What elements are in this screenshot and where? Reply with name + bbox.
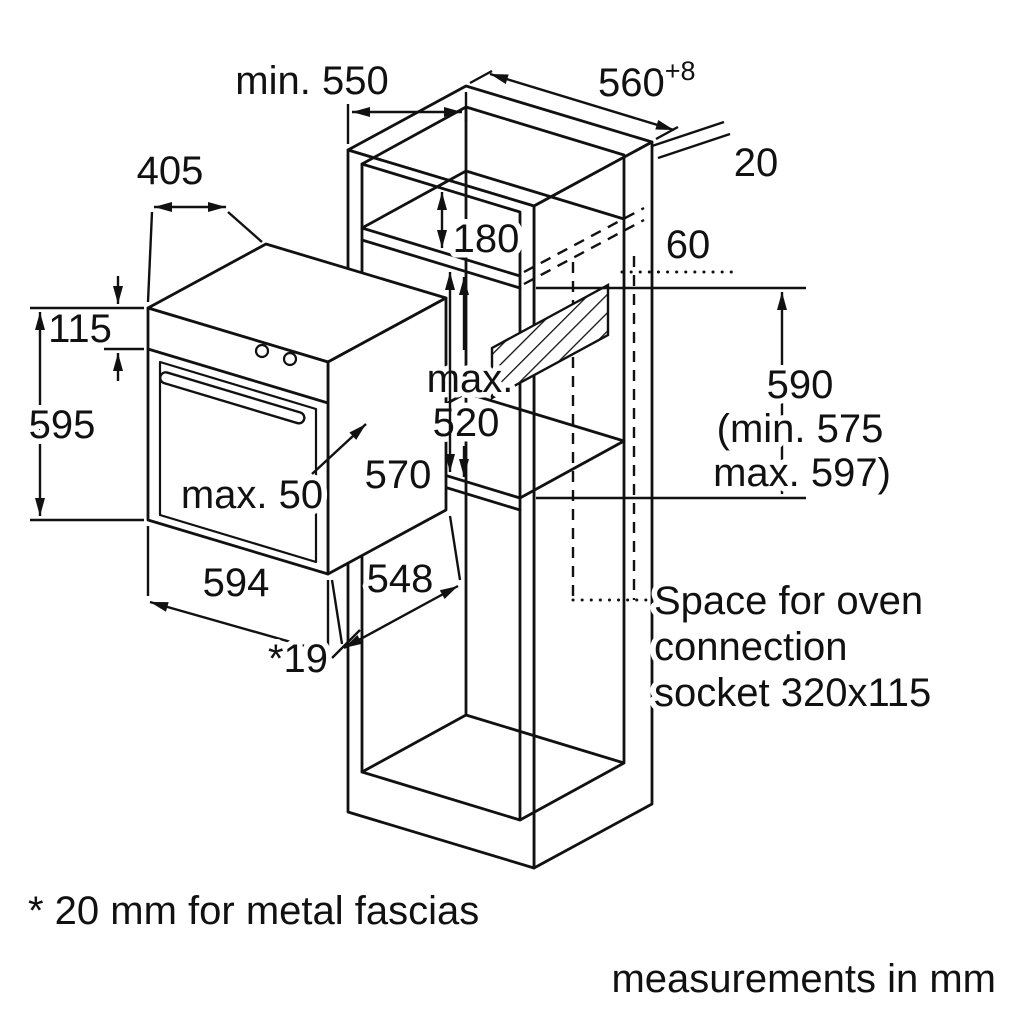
- dim-548: 548: [330, 515, 462, 650]
- leader-line: [331, 629, 361, 659]
- dim-max-50: max. 50: [175, 423, 367, 523]
- dim-60: 60: [660, 218, 716, 273]
- label-19: *19: [268, 637, 328, 681]
- dim-19: *19: [262, 629, 361, 687]
- dim-min-550: min. 550: [235, 59, 468, 144]
- extension-lines: [536, 286, 806, 500]
- dim-180: 180: [437, 192, 525, 267]
- socket-note-line3: socket 320x115: [654, 671, 931, 715]
- label-405: 405: [137, 149, 204, 193]
- socket-hatched-area: [490, 282, 610, 401]
- socket-note: Space for oven connection socket 320x115: [649, 574, 937, 721]
- units-note: measurements in mm: [611, 957, 996, 1001]
- label-max-597: max. 597): [713, 451, 891, 495]
- shelf-hidden-edges: [523, 206, 645, 286]
- extension-lines: [30, 306, 144, 522]
- dim-570: 570: [359, 272, 455, 503]
- footnote: * 20 mm for metal fascias: [28, 889, 479, 933]
- dim-595: 595: [23, 306, 144, 522]
- extension-lines: [146, 211, 263, 303]
- label-max: max.: [427, 357, 514, 401]
- oven-knob: [254, 343, 270, 359]
- dim-594: 594: [146, 526, 330, 654]
- dim-560: 560+8: [469, 51, 701, 141]
- socket-note-line1: Space for oven: [654, 579, 923, 623]
- extension-lines: [330, 515, 462, 645]
- oven-knob: [282, 351, 298, 367]
- label-594: 594: [203, 561, 270, 605]
- socket-space-dashed-outline: [571, 256, 636, 600]
- label-115: 115: [48, 307, 112, 351]
- oven-control-panel-line: [146, 347, 330, 405]
- label-20: 20: [734, 141, 779, 185]
- wall-thickness-lines: [651, 120, 731, 160]
- label-590: 590: [767, 363, 834, 407]
- oven-front-face: [146, 306, 330, 576]
- label-min-575: (min. 575: [717, 407, 884, 451]
- dim-115: 115: [43, 276, 144, 381]
- dim-590: 590 (min. 575 max. 597): [536, 286, 896, 501]
- label-60: 60: [666, 223, 711, 267]
- dimension-arrow: [343, 584, 459, 650]
- socket-space: [490, 256, 738, 602]
- label-180: 180: [453, 217, 520, 261]
- cabinet-top-shelf: [360, 169, 626, 290]
- label-570: 570: [365, 453, 432, 497]
- oven: [146, 242, 448, 576]
- dim-max-520: max. 520: [421, 277, 519, 477]
- dimension-arrow: [489, 72, 675, 132]
- extension-lines: [469, 69, 679, 141]
- label-548: 548: [367, 557, 434, 601]
- label-595: 595: [29, 403, 96, 447]
- dimension-arrow: [149, 600, 327, 654]
- oven-door-inner-line: [158, 360, 318, 564]
- extension-lines: [146, 526, 330, 650]
- label-min-550: min. 550: [235, 59, 388, 103]
- label-520: 520: [433, 401, 500, 445]
- label-560: 560+8: [598, 56, 696, 105]
- dim-20: 20: [651, 120, 779, 185]
- extension-lines: [346, 92, 468, 144]
- label-max-50: max. 50: [181, 473, 323, 517]
- leader-arrow: [311, 423, 367, 475]
- socket-note-line2: connection: [654, 625, 847, 669]
- dim-405: 405: [137, 149, 263, 303]
